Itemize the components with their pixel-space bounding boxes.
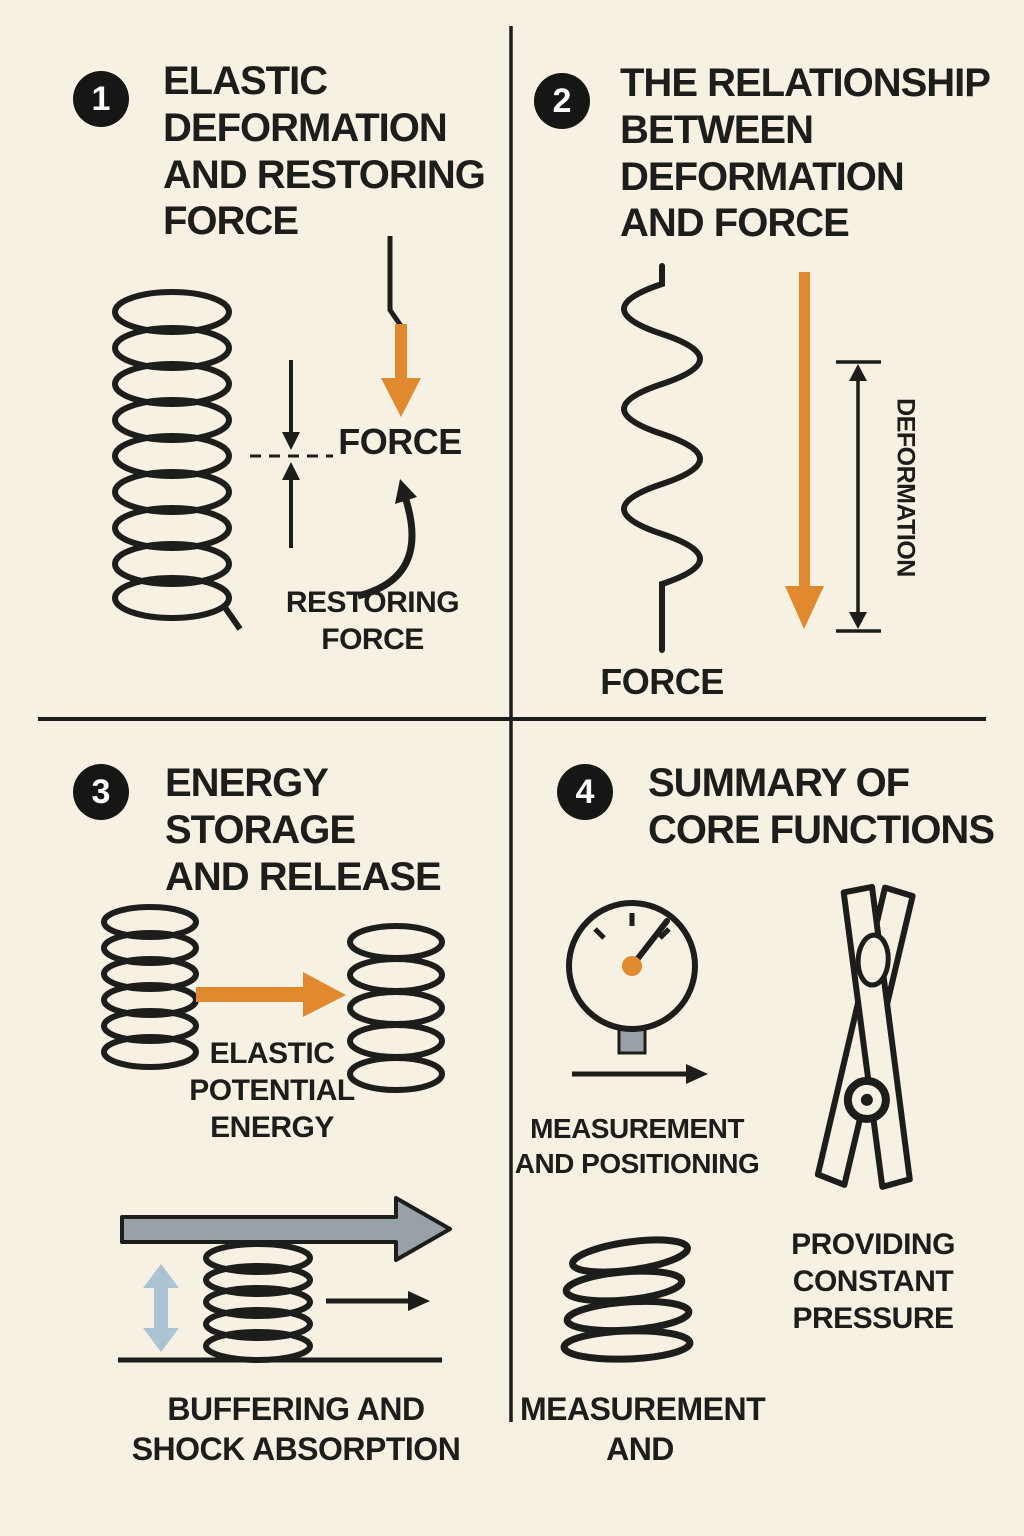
panel3-released-spring-icon xyxy=(347,923,445,1093)
panel3-energy-arrow-icon xyxy=(196,972,346,1017)
panel3-motion-arrow-icon xyxy=(326,1291,430,1311)
panel4-gauge-motion-arrow-icon xyxy=(572,1064,708,1084)
panel4-gauge-icon xyxy=(566,900,698,1055)
panel1-force-label: FORCE xyxy=(338,421,462,462)
panel1-compression-indicator xyxy=(250,360,333,548)
panel3-number: 3 xyxy=(91,772,111,811)
panel3-buffering-label: BUFFERING AND SHOCK ABSORPTION xyxy=(131,1391,461,1467)
panel3-number-badge: 3 xyxy=(73,764,129,820)
panel1-spring-icon xyxy=(112,289,243,631)
panel2-force-label: FORCE xyxy=(600,661,724,702)
panel4-measurement-positioning-label: MEASUREMENT AND POSITIONING xyxy=(514,1113,760,1179)
panel4-constant-pressure-label: PROVIDING CONSTANT PRESSURE xyxy=(791,1228,955,1336)
panel4-number-badge: 4 xyxy=(557,764,613,820)
panel4-stacked-spring-icon xyxy=(560,1236,694,1363)
panel2-deformation-dimension-arrow xyxy=(836,360,881,633)
panel3-elastic-potential-energy-label: ELASTIC POTENTIAL ENERGY xyxy=(189,1037,355,1145)
panel1-number-badge: 1 xyxy=(73,71,129,127)
panel3-shock-arrow-icon xyxy=(143,1264,179,1352)
panel2-deformation-label: DEFORMATION xyxy=(891,398,920,577)
panel3-title: ENERGY STORAGE AND RELEASE xyxy=(165,761,442,899)
panel1-applied-force-line xyxy=(387,236,404,328)
panel1-number: 1 xyxy=(91,79,111,118)
panel1-restoring-force-label: RESTORING FORCE xyxy=(285,586,460,657)
panel4-clothespin-icon xyxy=(814,883,916,1190)
panel2-force-arrow-icon xyxy=(785,272,824,629)
panel4-number: 4 xyxy=(575,772,595,811)
panel3-damper-spring-icon xyxy=(203,1241,313,1363)
panel2-number-badge: 2 xyxy=(534,73,590,129)
panel3-bar-arrow-icon xyxy=(120,1196,452,1262)
panel1-force-arrow-icon xyxy=(381,324,421,417)
panel2-title: THE RELATIONSHIP BETWEEN DEFORMATION AND… xyxy=(620,61,991,246)
panel1-restoring-arrow-icon xyxy=(357,479,417,600)
panel1-title: ELASTIC DEFORMATION AND RESTORING FORCE xyxy=(163,59,486,244)
panel2-number: 2 xyxy=(552,81,572,120)
panel4-title: SUMMARY OF CORE FUNCTIONS xyxy=(648,761,995,852)
panel2-spring-icon xyxy=(621,263,703,653)
panel4-measurement-and-label: MEASUREMENT AND xyxy=(520,1391,766,1467)
